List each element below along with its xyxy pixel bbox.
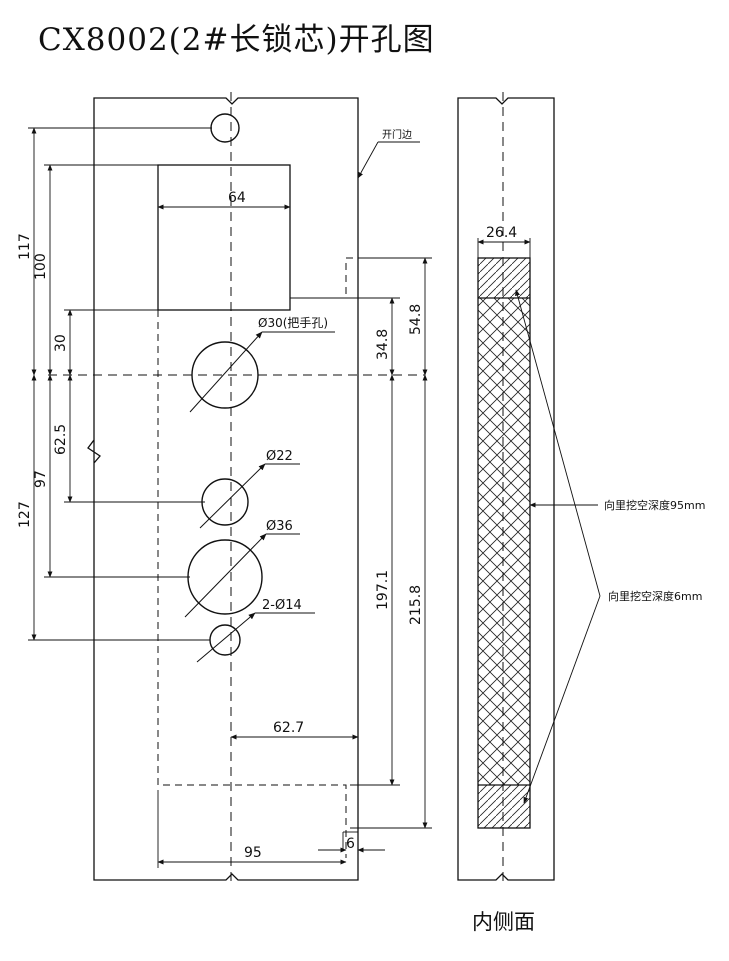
horizontal-dimension-labels: 64 62.7 95 6 开门边 [228, 128, 412, 861]
hole-22-label: Ø22 [266, 449, 293, 464]
pocket-95-hatch [478, 298, 530, 785]
right-dimension-labels: 34.8 54.8 197.1 215.8 [375, 304, 424, 625]
dim-26-4: 26.4 [486, 225, 517, 241]
dim-54-8: 54.8 [408, 304, 424, 335]
hole-14-label: 2-Ø14 [262, 598, 302, 613]
dim-117: 117 [17, 233, 33, 260]
side-labels: 26.4 向里挖空深度95mm 向里挖空深度6mm [486, 225, 705, 603]
hole-22 [201, 478, 249, 526]
handle-hole-label: Ø30(把手孔) [258, 316, 328, 330]
dim-215-8: 215.8 [408, 585, 424, 625]
page-title: CX8002(2#长锁芯)开孔图 [38, 22, 435, 58]
dim-30: 30 [53, 334, 69, 352]
dim-100: 100 [33, 253, 49, 280]
handle-hole [191, 341, 259, 409]
handle-recess [157, 164, 291, 311]
horizontal-dimensions [157, 141, 420, 868]
dim-97: 97 [33, 470, 49, 488]
dim-127: 127 [17, 501, 33, 528]
pocket-6-label: 向里挖空深度6mm [608, 589, 702, 603]
dim-62-7: 62.7 [273, 720, 304, 736]
front-view [48, 92, 425, 886]
hole-leaders [184, 331, 335, 663]
pocket-outline [477, 257, 531, 829]
left-dimensions [28, 127, 212, 641]
side-view [457, 92, 555, 886]
pocket-95-label: 向里挖空深度95mm [604, 498, 705, 512]
open-edge-label: 开门边 [382, 128, 412, 141]
holes [187, 113, 263, 656]
lock-body-outline [157, 257, 358, 858]
pocket-6-top [478, 258, 530, 298]
dim-6: 6 [346, 836, 355, 852]
dim-34-8: 34.8 [375, 329, 391, 360]
front-outline [87, 97, 359, 881]
dim-197-1: 197.1 [375, 570, 391, 610]
side-caption: 内侧面 [472, 910, 535, 934]
pocket-6-bottom [478, 785, 530, 828]
hole-36-label: Ø36 [266, 519, 293, 534]
dim-62-5: 62.5 [53, 424, 69, 455]
hole-callouts: Ø30(把手孔) Ø22 Ø36 2-Ø14 [258, 316, 328, 613]
top-screw-hole [210, 113, 240, 143]
side-outline [457, 97, 555, 881]
left-dimension-labels: 117 100 30 62.5 97 127 [17, 233, 69, 528]
dim-95: 95 [244, 845, 262, 861]
dim-64: 64 [228, 190, 246, 206]
side-dimensions [477, 238, 601, 804]
right-dimensions [290, 257, 432, 829]
